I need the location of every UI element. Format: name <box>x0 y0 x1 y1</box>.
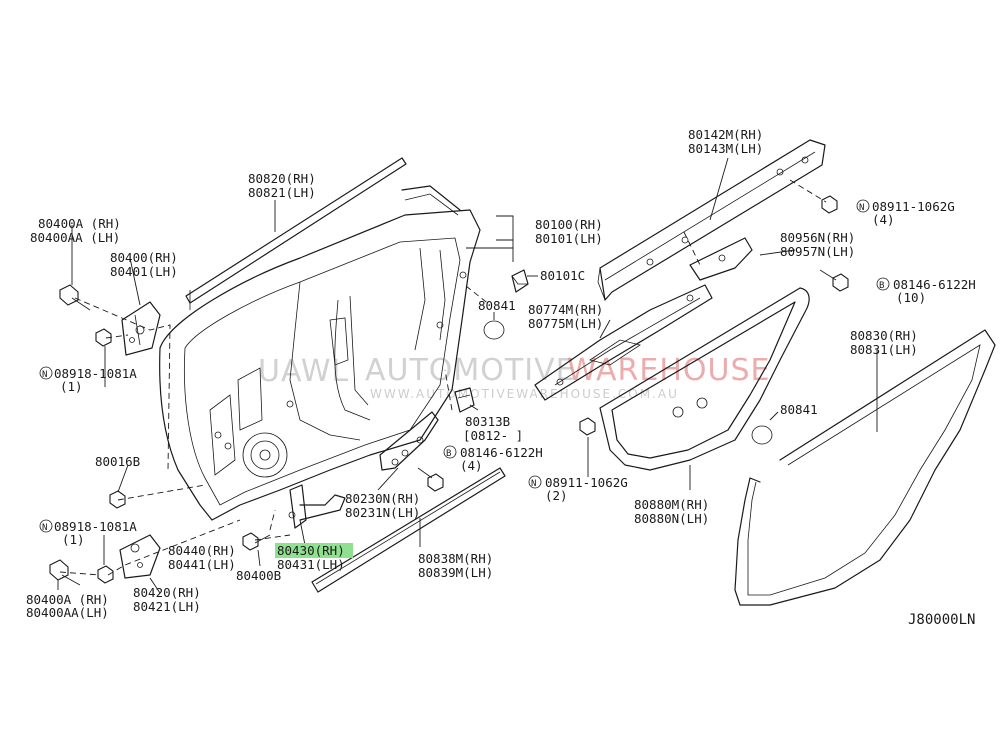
bolt-80440 <box>242 532 271 551</box>
label-80880-lh: 80880N(LH) <box>634 511 709 526</box>
weatherstrip-80830 <box>734 329 996 606</box>
label-08146-mid-qty: (4) <box>460 458 483 473</box>
label-80400b: 80400B <box>236 568 281 583</box>
label-80838-lh: 80839M(LH) <box>418 565 493 580</box>
highlight-80430 <box>275 543 353 558</box>
label-80400a-top-lh: 80400AA (LH) <box>30 230 120 245</box>
label-80142-rh: 80142M(RH) <box>688 127 763 142</box>
label-80400-rh: 80400(RH) <box>110 250 178 265</box>
watermark-word-automotive: AUTOMOTIVE <box>365 353 576 388</box>
label-80313b-range: [0812- ] <box>463 428 523 443</box>
label-80774-rh: 80774M(RH) <box>528 302 603 317</box>
label-80420-lh: 80421(LH) <box>133 599 201 614</box>
bolt-08146-mid <box>417 467 444 492</box>
label-80100-lh: 80101(LH) <box>535 231 603 246</box>
label-80880-rh: 80880M(RH) <box>634 497 709 512</box>
symbol-b-mid: B <box>446 449 451 459</box>
symbol-n-top: N <box>42 370 47 380</box>
bolt-80400a-bottom <box>49 559 81 586</box>
label-80400a-bottom-lh: 80400AA(LH) <box>26 605 109 620</box>
label-08911-top: 08911-1062G <box>872 199 955 214</box>
label-08146-right: 08146-6122H <box>893 277 976 292</box>
label-80400-lh: 80401(LH) <box>110 264 178 279</box>
label-08918-bottom: 08918-1081A <box>54 519 137 534</box>
handle-bracket-80230 <box>379 411 439 471</box>
door-check-80430 <box>288 484 346 529</box>
symbol-n-top-right: N <box>859 203 864 213</box>
clip-80101c <box>511 269 529 293</box>
label-80230-lh: 80231N(LH) <box>345 505 420 520</box>
label-80142-lh: 80143M(LH) <box>688 141 763 156</box>
label-08918-top-qty: (1) <box>60 379 83 394</box>
nut-08918-bottom <box>97 565 114 584</box>
label-80440-rh: 80440(RH) <box>168 543 236 558</box>
label-80313b: 80313B <box>465 414 510 429</box>
label-80830-lh: 80831(LH) <box>850 342 918 357</box>
labels: 80820(RH) 80821(LH) 80400A (RH) 80400AA … <box>26 127 976 628</box>
label-80420-rh: 80420(RH) <box>133 585 201 600</box>
label-80841-a: 80841 <box>478 298 516 313</box>
window-frame-line <box>401 185 461 211</box>
label-80100-rh: 80100(RH) <box>535 217 603 232</box>
label-08146-mid: 08146-6122H <box>460 445 543 460</box>
label-80820-rh: 80820(RH) <box>248 171 316 186</box>
label-80774-lh: 80775M(LH) <box>528 316 603 331</box>
watermark-word-warehouse: WAREHOUSE <box>567 353 770 388</box>
label-80956-rh: 80956N(RH) <box>780 230 855 245</box>
plug-80841-b <box>751 425 773 445</box>
label-80440-lh: 80441(LH) <box>168 557 236 572</box>
label-80830-rh: 80830(RH) <box>850 328 918 343</box>
label-80820-lh: 80821(LH) <box>248 185 316 200</box>
reinforcement-80774 <box>534 284 713 401</box>
watermark-fragment: UAWL <box>258 354 349 389</box>
label-08911-top-qty: (4) <box>872 212 895 227</box>
label-80430-rh: 80430(RH) <box>277 543 345 558</box>
symbol-n-mid: N <box>531 479 536 489</box>
seal-80880 <box>599 287 810 471</box>
belt-moulding-80820 <box>185 157 407 310</box>
label-08911-mid: 08911-1062G <box>545 475 628 490</box>
label-80400a-top-rh: 80400A (RH) <box>38 216 121 231</box>
label-08911-mid-qty: (2) <box>545 488 568 503</box>
diagram-code: J80000LN <box>908 612 975 628</box>
label-80016b: 80016B <box>95 454 140 469</box>
label-80400a-bottom-rh: 80400A (RH) <box>26 592 109 607</box>
nut-08918-top <box>95 328 112 347</box>
label-08146-right-qty: (10) <box>896 290 926 305</box>
side-moulding-80838 <box>311 467 506 593</box>
bolt-08146-right <box>819 269 849 292</box>
label-80956-lh: 80957N(LH) <box>780 244 855 259</box>
bolt-80400a-top <box>59 284 91 311</box>
plug-80841-a <box>483 320 505 340</box>
part-80313b <box>454 387 475 413</box>
lower-hinge-80420 <box>119 534 161 579</box>
symbol-n-bottom: N <box>42 523 47 533</box>
nut-08911-top <box>821 195 838 214</box>
label-08918-top: 08918-1081A <box>54 366 137 381</box>
label-80430-lh: 80431(LH) <box>277 557 345 572</box>
reinforcement-bar-80142 <box>597 139 826 301</box>
symbol-b-right: B <box>879 281 884 291</box>
label-80838-rh: 80838M(RH) <box>418 551 493 566</box>
label-08918-bottom-qty: (1) <box>62 532 85 547</box>
label-80230-rh: 80230N(RH) <box>345 491 420 506</box>
label-80841-b: 80841 <box>780 402 818 417</box>
bracket-80956n <box>689 237 753 281</box>
door-shell-80100 <box>159 209 481 521</box>
nut-08911-mid <box>579 417 596 436</box>
label-80101c: 80101C <box>540 268 585 283</box>
upper-hinge-80400 <box>121 301 161 356</box>
